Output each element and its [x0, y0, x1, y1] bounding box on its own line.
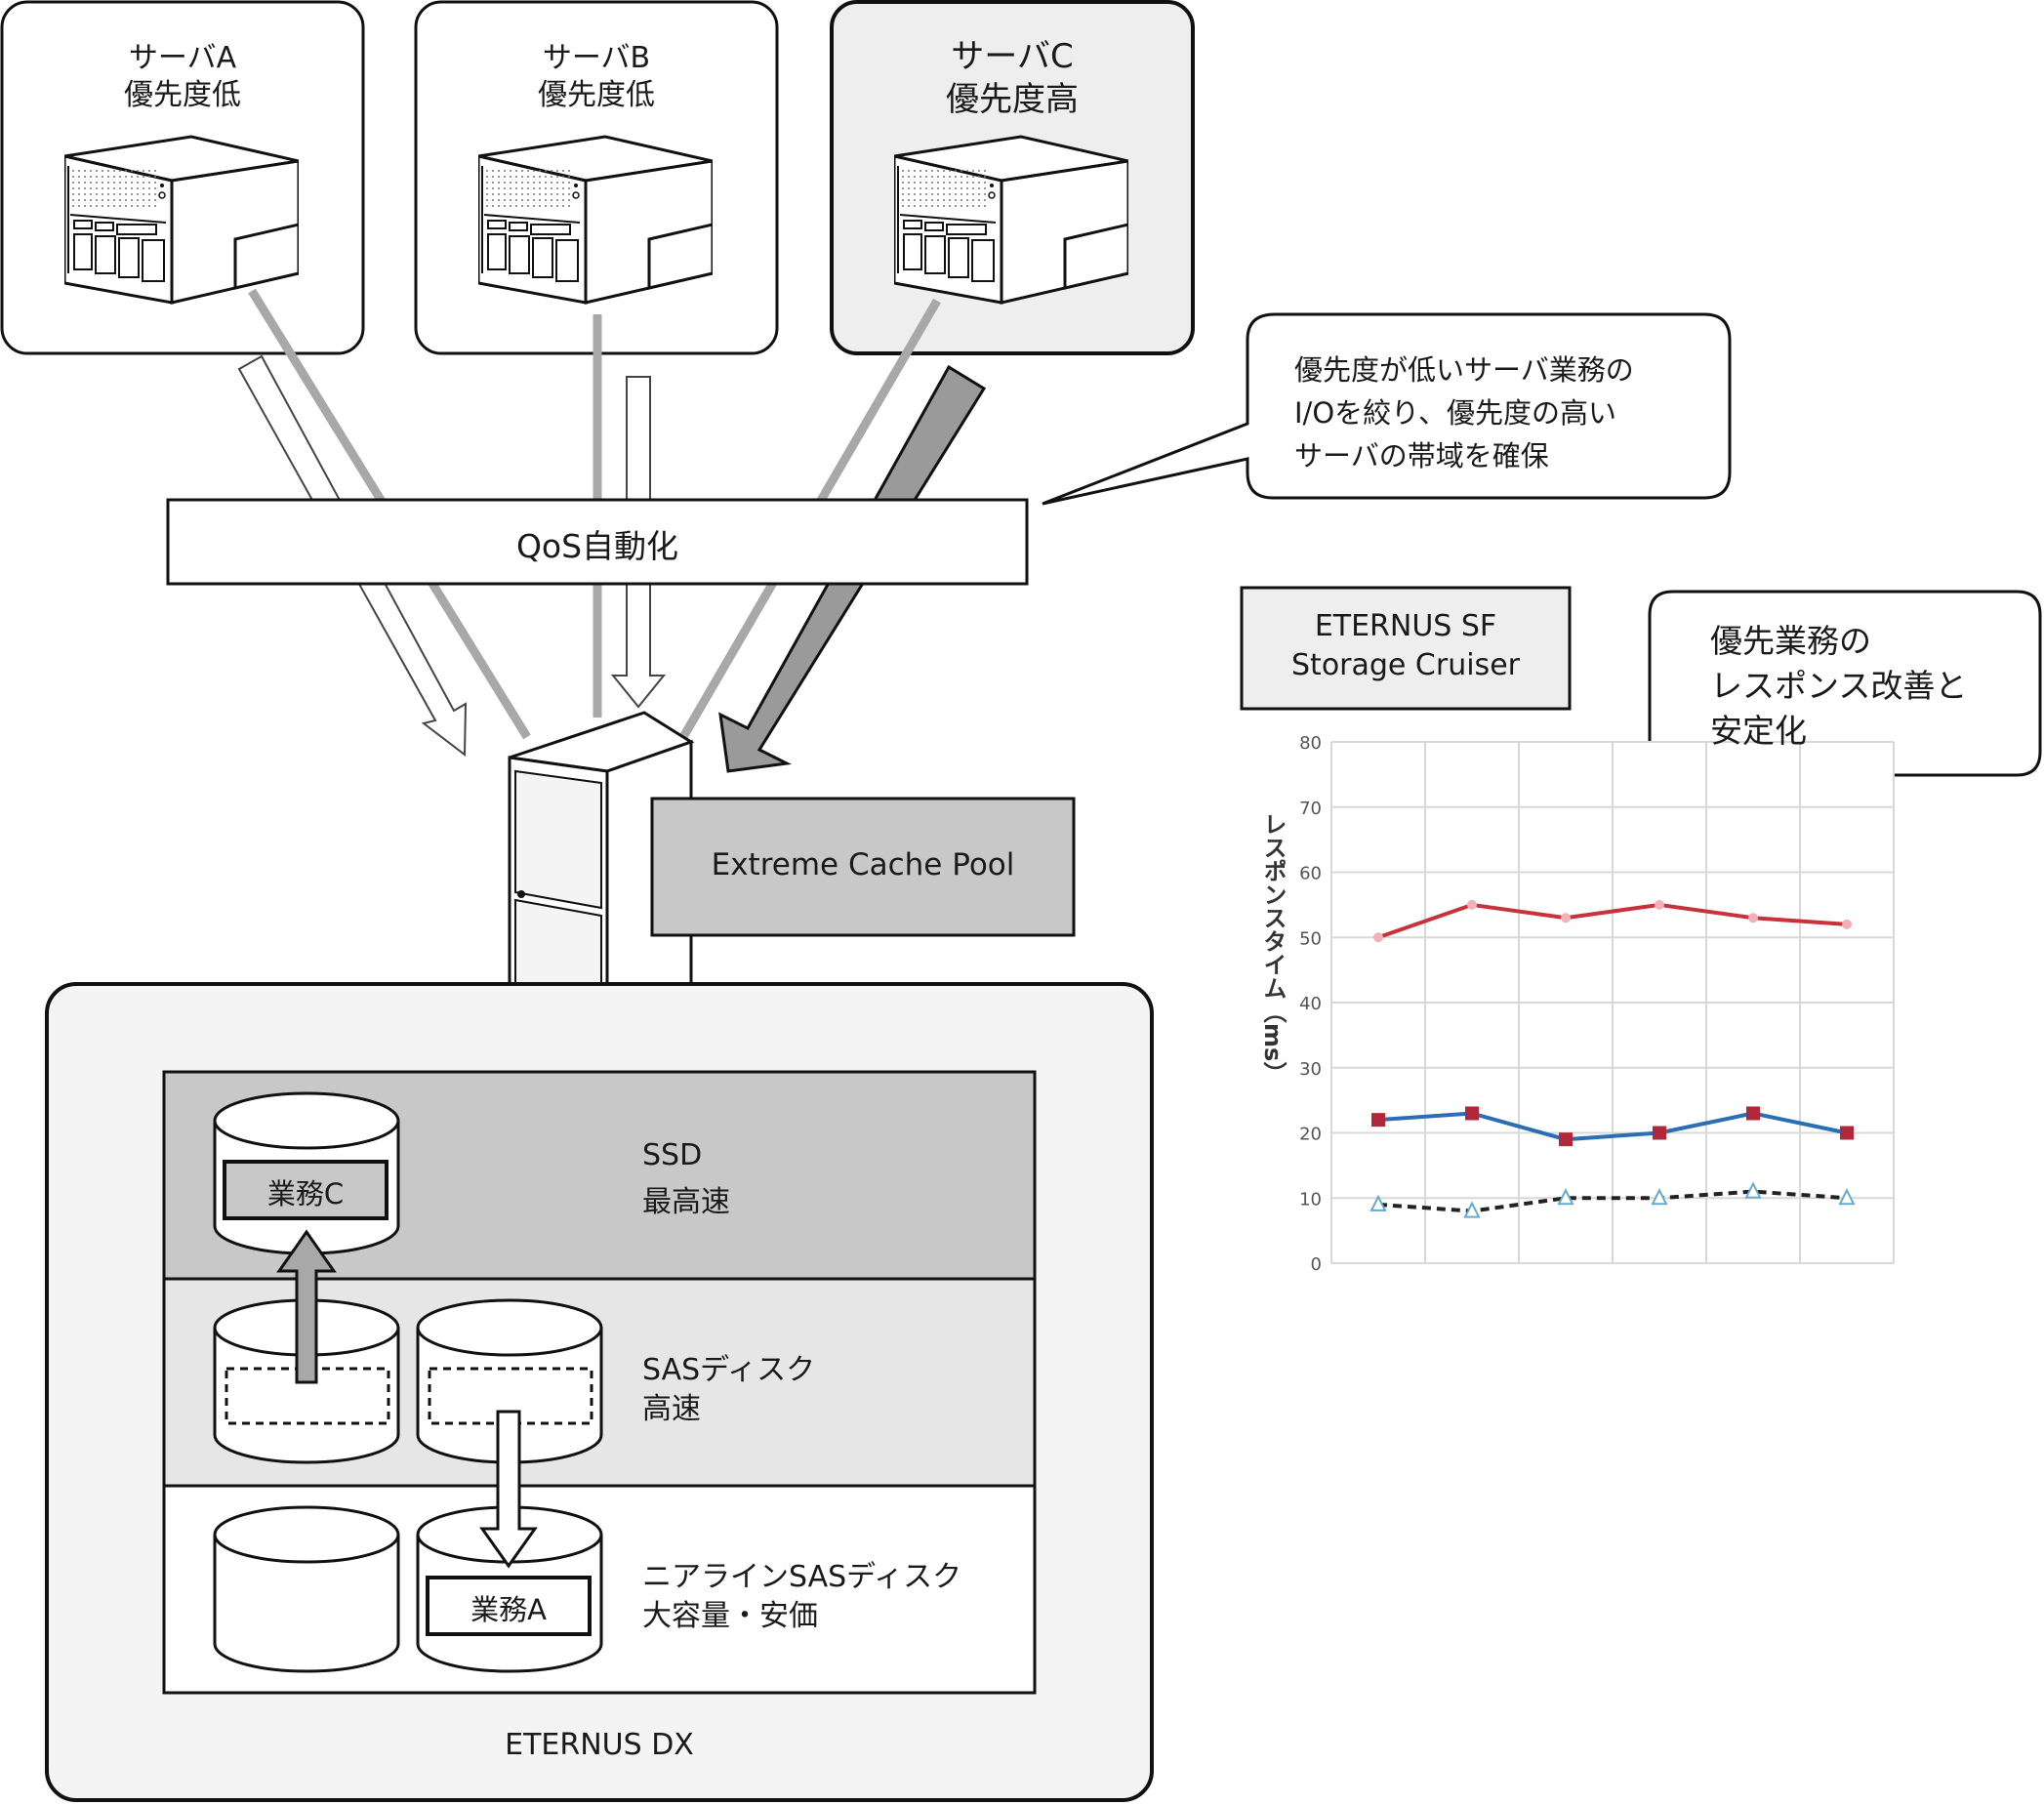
chart-y-tick-label: 10: [1299, 1189, 1322, 1210]
chart-y-ticks: 0 10 20 30 40 50 60 70 80: [1299, 733, 1322, 1275]
response-time-chart: 0 10 20 30 40 50 60 70 80: [1299, 733, 1895, 1275]
chart-point: [1838, 1188, 1856, 1206]
chart-point: [1655, 899, 1664, 910]
job-a-box: [426, 1576, 592, 1636]
callout-result-line-3: 安定化: [1710, 712, 1807, 750]
server-b-name: サーバB: [542, 41, 651, 75]
chart-y-tick-label: 40: [1299, 994, 1322, 1014]
eternus-sf-box: [1240, 586, 1572, 711]
server-a-icon: [64, 135, 299, 305]
chart-point: [1465, 1106, 1479, 1121]
callout-result-line-1: 優先業務の: [1710, 622, 1871, 660]
chart-y-tick-label: 50: [1299, 928, 1322, 949]
tier-nearline-name: ニアラインSASディスク: [642, 1560, 962, 1594]
server-b-priority: 優先度低: [538, 78, 655, 112]
chart-y-tick-label: 20: [1299, 1125, 1322, 1145]
chart-point: [1748, 913, 1758, 923]
chart-series-line-1: [1377, 902, 1848, 940]
eternus-sf-line-2: Storage Cruiser: [1291, 648, 1520, 682]
chart-series: [1369, 899, 1856, 1218]
cache-pool-label: Extreme Cache Pool: [711, 847, 1015, 882]
tier-sas-desc: 高速: [642, 1392, 701, 1426]
storage-label: ETERNUS DX: [505, 1728, 694, 1762]
server-c-name: サーバC: [951, 37, 1074, 76]
callout-qos-line-3: サーバの帯域を確保: [1294, 439, 1549, 472]
chart-point: [1559, 1132, 1573, 1147]
chart-point: [1842, 919, 1852, 929]
chart-point: [1467, 899, 1477, 910]
chart-point: [1557, 1188, 1574, 1206]
tier-ssd-desc: 最高速: [642, 1185, 730, 1219]
chart-y-tick-label: 70: [1299, 799, 1322, 819]
chart-point: [1373, 932, 1383, 943]
qos-label: QoS自動化: [515, 527, 679, 565]
eternus-sf-line-1: ETERNUS SF: [1314, 609, 1497, 643]
tier-nearline-desc: 大容量・安価: [642, 1599, 818, 1633]
chart-point: [1840, 1126, 1854, 1140]
chart-point: [1651, 1188, 1668, 1206]
chart-y-tick-label: 0: [1311, 1254, 1322, 1275]
demote-arrow: [479, 1410, 538, 1569]
chart-point: [1746, 1106, 1760, 1121]
callout-result-line-2: レスポンス改善と: [1710, 667, 1968, 705]
server-b-icon: [478, 135, 713, 305]
server-a-priority: 優先度低: [124, 78, 241, 112]
chart-y-tick-label: 80: [1299, 733, 1322, 754]
chart-point: [1463, 1201, 1481, 1218]
chart-series-line-2: [1377, 1111, 1848, 1142]
server-c-icon: [894, 135, 1128, 305]
promote-arrow: [276, 1229, 337, 1384]
chart-y-tick-label: 60: [1299, 864, 1322, 884]
callout-qos-line-1: 優先度が低いサーバ業務の: [1294, 353, 1634, 387]
callout-qos-line-2: I/Oを絞り、優先度の高い: [1294, 396, 1616, 430]
chart-series-line-3: [1377, 1189, 1848, 1213]
chart-point: [1653, 1126, 1666, 1140]
qos-bar: [166, 498, 1029, 586]
chart-point: [1371, 1113, 1385, 1128]
job-a-label: 業務A: [470, 1593, 547, 1626]
callout-qos-bubble: [1042, 312, 1732, 506]
chart-point: [1369, 1194, 1387, 1211]
chart-y-label: レスポンスタイム（ms）: [1259, 812, 1287, 1086]
chart-point: [1744, 1181, 1762, 1199]
chart-point: [1561, 913, 1571, 923]
extreme-cache-pool-box: [650, 797, 1076, 937]
chart-y-tick-label: 30: [1299, 1059, 1322, 1080]
job-c-box: [223, 1160, 388, 1220]
tier-sas-name: SASディスク: [642, 1353, 816, 1387]
tier-ssd-name: SSD: [642, 1138, 703, 1172]
job-c-label: 業務C: [266, 1177, 345, 1210]
server-c-priority: 優先度高: [946, 80, 1079, 119]
disk-nearline-1: [213, 1505, 400, 1673]
server-a-name: サーバA: [128, 41, 237, 75]
